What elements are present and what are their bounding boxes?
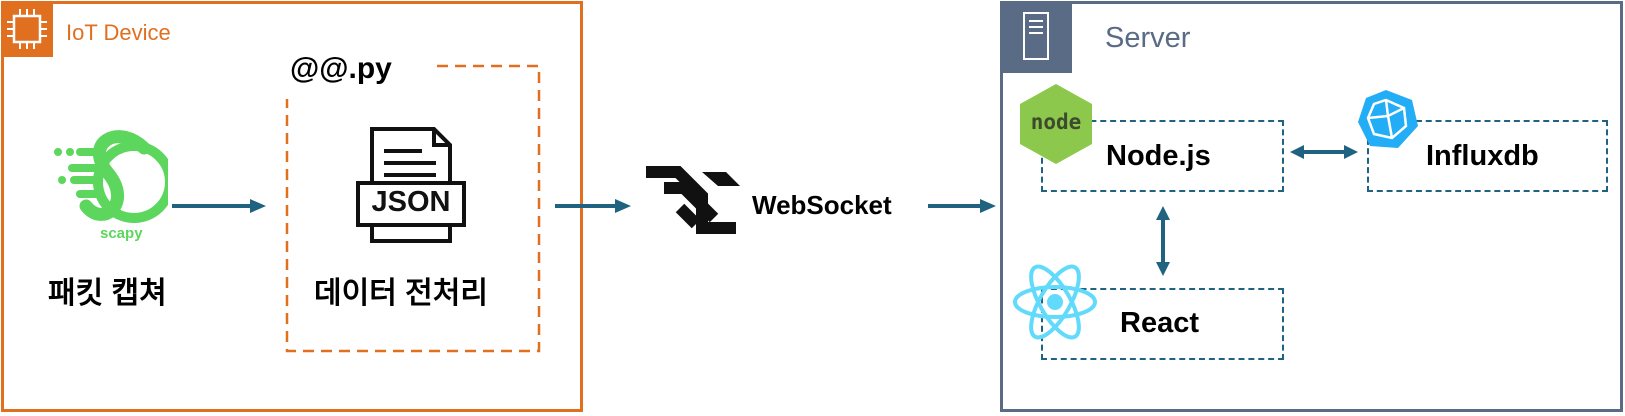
json-icon-text: JSON bbox=[371, 186, 451, 218]
react-label: React bbox=[1120, 307, 1199, 339]
server-icon bbox=[1000, 1, 1072, 73]
chip-icon bbox=[1, 1, 53, 57]
nodejs-logo: node bbox=[1018, 82, 1094, 166]
capture-label: 패킷 캡쳐 bbox=[48, 277, 167, 310]
script-box bbox=[285, 64, 541, 353]
websocket-icon bbox=[640, 166, 744, 244]
preprocess-label: 데이터 전처리 bbox=[314, 277, 488, 310]
react-box bbox=[1041, 288, 1284, 360]
arrow-script-to-websocket bbox=[555, 199, 631, 213]
influxdb-label: Influxdb bbox=[1426, 140, 1539, 172]
server-box bbox=[1000, 1, 1623, 412]
react-logo bbox=[1010, 262, 1100, 342]
scapy-logo: scapy bbox=[48, 128, 168, 253]
websocket-label: WebSocket bbox=[752, 190, 892, 220]
nodejs-logo-text: node bbox=[1030, 110, 1082, 134]
arrow-websocket-to-server bbox=[928, 199, 996, 213]
arrow-node-react bbox=[1156, 206, 1170, 276]
arrow-capture-to-script bbox=[172, 199, 266, 213]
scapy-logo-text: scapy bbox=[100, 225, 143, 242]
nodejs-label: Node.js bbox=[1106, 140, 1211, 172]
iot-device-title: IoT Device bbox=[66, 20, 171, 45]
server-title: Server bbox=[1105, 22, 1191, 54]
script-label: @@.py bbox=[290, 52, 392, 85]
influxdb-logo bbox=[1356, 88, 1420, 152]
json-file-icon: JSON bbox=[356, 127, 466, 247]
influxdb-box bbox=[1367, 120, 1608, 192]
arrow-node-influx bbox=[1290, 145, 1358, 159]
